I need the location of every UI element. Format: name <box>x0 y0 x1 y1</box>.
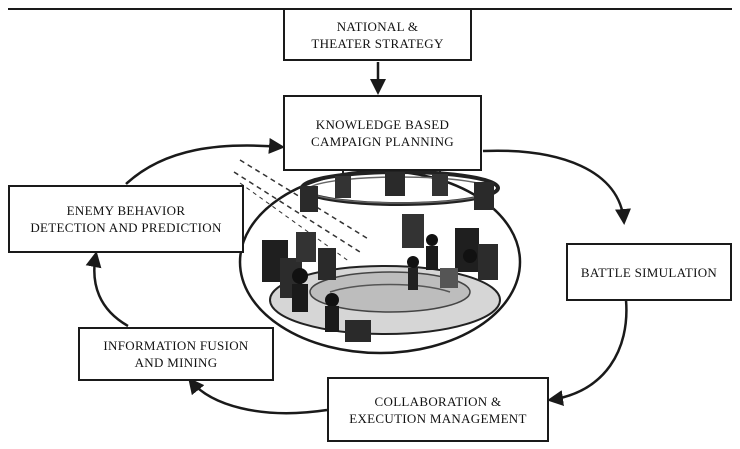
national-strategy-line-2: THEATER STRATEGY <box>311 35 444 51</box>
enemy-behavior-box: ENEMY BEHAVIOR DETECTION AND PREDICTION <box>8 185 244 253</box>
information-fusion-line-2: AND MINING <box>134 355 218 370</box>
collaboration-line-2: EXECUTION MANAGEMENT <box>349 410 527 426</box>
information-fusion-line-1: INFORMATION FUSION <box>103 338 249 353</box>
battle-simulation-line-1: BATTLE SIMULATION <box>580 264 718 280</box>
information-fusion-box: INFORMATION FUSION AND MINING <box>78 327 274 381</box>
collaboration-box: COLLABORATION & EXECUTION MANAGEMENT <box>327 377 549 442</box>
national-strategy-box: NATIONAL & THEATER STRATEGY <box>283 8 472 61</box>
enemy-behavior-line-1: ENEMY BEHAVIOR <box>66 203 186 218</box>
collaboration-line-1: COLLABORATION & <box>374 393 502 409</box>
enemy-behavior-line-2: DETECTION AND PREDICTION <box>30 220 222 235</box>
battle-simulation-box: BATTLE SIMULATION <box>566 243 732 301</box>
arrow-collaboration-to-fusion <box>188 377 328 415</box>
campaign-planning-box: KNOWLEDGE BASED CAMPAIGN PLANNING <box>283 95 482 171</box>
arrow-simulation-to-collaboration <box>547 299 628 407</box>
command-center-illustration-icon <box>233 159 501 342</box>
campaign-planning-line-2: CAMPAIGN PLANNING <box>311 134 454 149</box>
arrow-enemy-to-planning <box>125 137 285 185</box>
arrow-fusion-to-enemy <box>85 251 129 328</box>
arrow-planning-to-simulation <box>482 149 631 225</box>
campaign-planning-line-1: KNOWLEDGE BASED <box>315 117 450 132</box>
national-strategy-line-1: NATIONAL & <box>336 18 419 34</box>
